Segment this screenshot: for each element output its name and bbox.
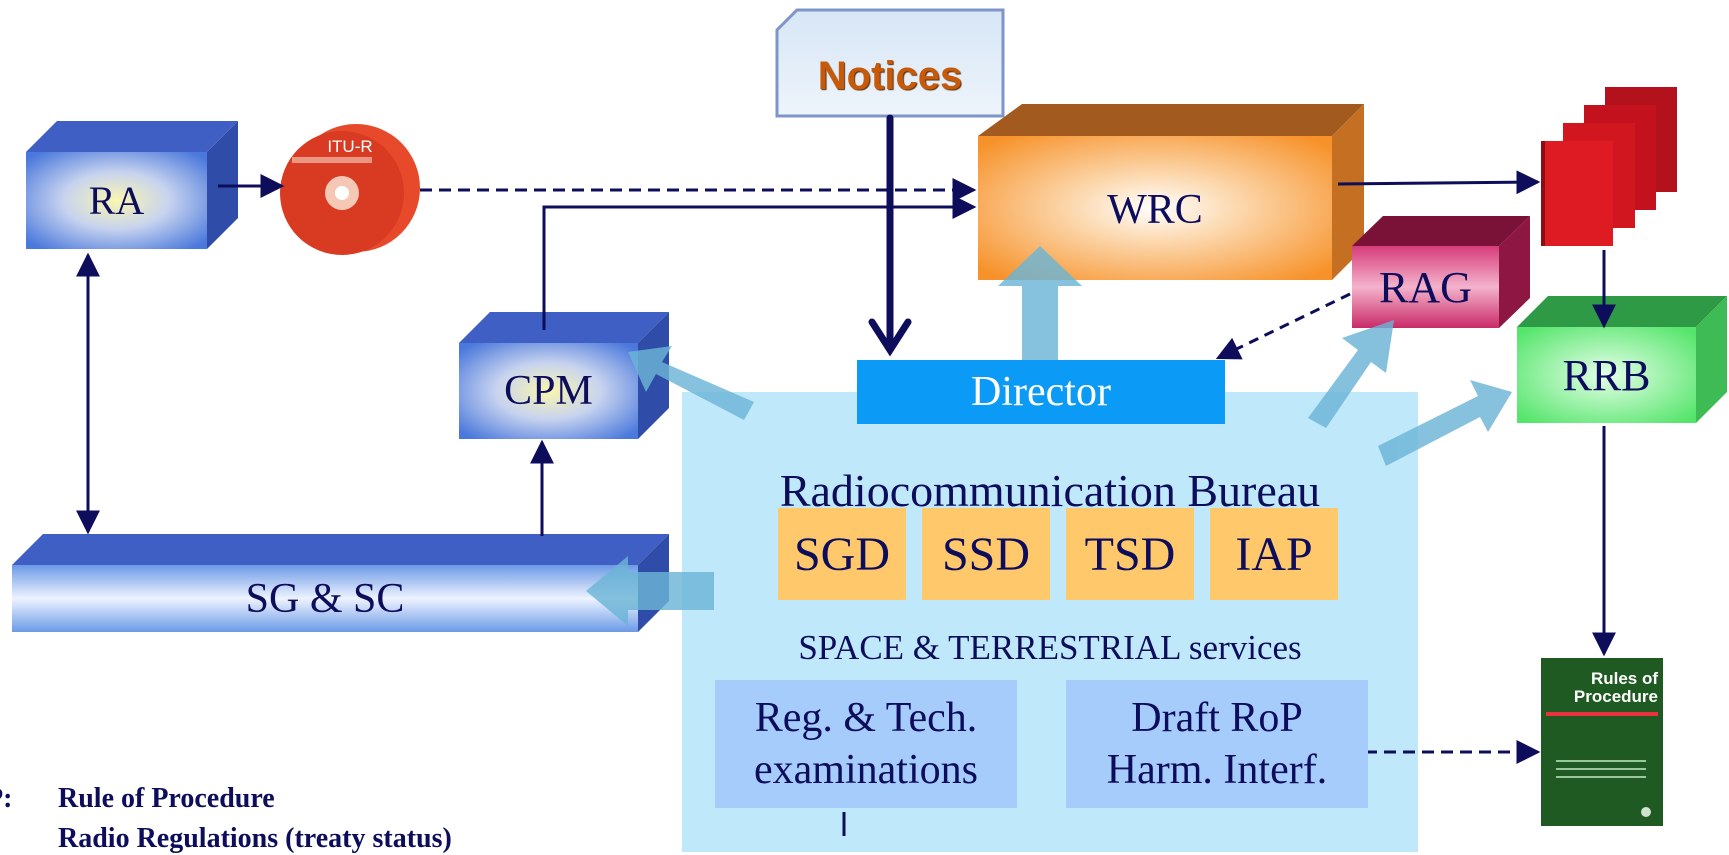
cd-disc-image xyxy=(280,124,420,255)
rrb-label: RRB xyxy=(1562,350,1651,400)
rop-line2: Harm. Interf. xyxy=(1106,747,1328,793)
dept-iap: IAP xyxy=(1210,508,1338,600)
dept-tsd: TSD xyxy=(1066,508,1194,600)
exam-line1: Reg. & Tech. xyxy=(754,695,978,741)
director-bar xyxy=(857,360,1225,424)
rag-box xyxy=(1352,216,1530,328)
services-label: SPACE & TERRESTRIAL services xyxy=(798,628,1302,667)
cpm-label: CPM xyxy=(504,368,593,414)
director-label: Director xyxy=(971,369,1111,415)
dept-sgd: SGD xyxy=(778,508,906,600)
legend-rop-abbr: P: xyxy=(0,783,13,814)
rrb-box xyxy=(1517,296,1727,423)
exam-line2: examinations xyxy=(754,747,978,793)
bureau-title: Radiocommunication Bureau xyxy=(779,464,1321,516)
rop-line1: Draft RoP xyxy=(1131,695,1303,741)
flow-arrows xyxy=(586,246,1512,626)
rag-label: RAG xyxy=(1379,262,1472,312)
ra-label: RA xyxy=(88,178,145,223)
notices-label: Notices xyxy=(817,53,963,98)
rop-book-title-line1: Rules of xyxy=(1590,669,1658,688)
cd-label: ITU-R xyxy=(327,137,373,156)
exam-box: Reg. & Tech. examinations xyxy=(715,680,1017,808)
diagram-canvas xyxy=(12,8,1727,836)
dept-ssd: SSD xyxy=(922,508,1050,600)
sg-label: SG & SC xyxy=(245,575,405,622)
rop-box: Draft RoP Harm. Interf. xyxy=(1066,680,1368,808)
rr-books-image xyxy=(1541,87,1677,246)
connectors xyxy=(76,170,1616,836)
legend-rr-text: Radio Regulations (treaty status) xyxy=(58,823,452,854)
rop-book-title: Rules of Procedure xyxy=(1546,670,1658,706)
ra-box xyxy=(26,121,238,249)
notices-arrow xyxy=(868,114,912,357)
legend-rop-text: Rule of Procedure xyxy=(58,783,275,814)
wrc-label: WRC xyxy=(1107,187,1203,233)
rop-book-title-line2: Procedure xyxy=(1573,687,1658,706)
rop-book-image xyxy=(1541,658,1663,826)
